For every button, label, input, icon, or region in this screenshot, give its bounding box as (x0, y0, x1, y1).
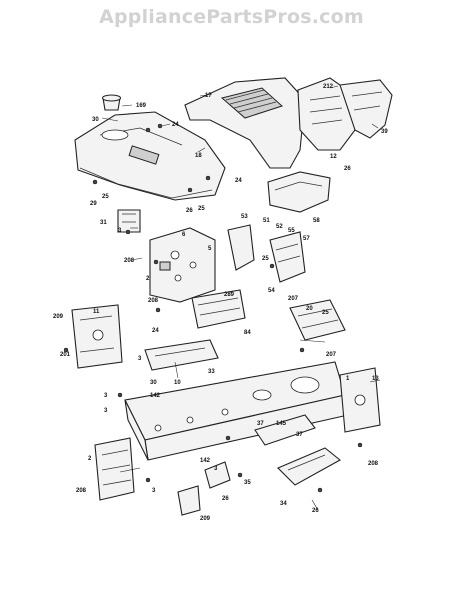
right-side-plate (339, 367, 381, 433)
steering-bracket (227, 224, 306, 283)
watermark: AppliancePartsPros.com (99, 6, 364, 28)
callout-label: 26 (222, 496, 229, 502)
callout-label: 3 (118, 228, 122, 234)
callout-label: 3 (104, 408, 108, 414)
front-bumper (339, 79, 393, 139)
hood-dash-cover (74, 111, 226, 201)
callout-label: 12 (330, 154, 337, 160)
callout-label: 10 (174, 380, 181, 386)
foot-plate-upper (144, 339, 219, 371)
callout-label: 30 (92, 117, 99, 123)
callout-label: 25 (102, 194, 109, 200)
callout-label: 18 (195, 153, 202, 159)
callout-label: 289 (224, 292, 235, 298)
callout-label: 20 (306, 306, 313, 312)
dash-bracket (117, 209, 141, 233)
callout-label: 3 (214, 466, 218, 472)
battery-tray (267, 171, 331, 213)
callout-label: 24 (235, 178, 242, 184)
callout-label: 24 (172, 122, 179, 128)
rear-bracket (289, 299, 346, 341)
callout-label: 208 (148, 298, 159, 304)
callout-label: 55 (288, 228, 295, 234)
callout-label: 208 (368, 461, 379, 467)
callout-label: 208 (124, 258, 135, 264)
dash-panel (149, 227, 216, 303)
callout-label: 2 (146, 276, 150, 282)
callout-label: 3 (138, 356, 142, 362)
callout-label: 34 (280, 501, 287, 507)
hood (184, 77, 306, 169)
callout-label: 25 (262, 256, 269, 262)
callout-label: 11 (93, 309, 100, 315)
callout-label: 29 (90, 201, 97, 207)
callout-label: 2 (88, 456, 92, 462)
callout-label: 37 (296, 432, 303, 438)
callout-label: 84 (244, 330, 251, 336)
callout-label: 58 (313, 218, 320, 224)
callout-label: 51 (263, 218, 270, 224)
callout-label: 26 (312, 508, 319, 514)
callout-label: 208 (76, 488, 87, 494)
callout-label: 37 (257, 421, 264, 427)
callout-label: 26 (186, 208, 193, 214)
fasteners (63, 123, 363, 493)
callout-label: 212 (323, 84, 334, 90)
axle-bracket (177, 461, 231, 516)
callout-label: 209 (53, 314, 64, 320)
callout-label: 3 (104, 393, 108, 399)
callout-label: 209 (200, 516, 211, 522)
callout-label: 53 (241, 214, 248, 220)
callout-label: 25 (322, 310, 329, 316)
callout-label: 52 (276, 224, 283, 230)
callout-label: 3 (152, 488, 156, 494)
callout-label: 142 (150, 393, 161, 399)
callout-label: 24 (152, 328, 159, 334)
callout-label: 30 (150, 380, 157, 386)
lower-foot-rest (254, 414, 316, 446)
callout-label: 207 (288, 296, 299, 302)
callout-label: 17 (205, 93, 212, 99)
callout-label: 54 (268, 288, 275, 294)
callout-label: 201 (60, 352, 71, 358)
right-foot-rest (277, 447, 341, 486)
callout-labels: 169 30 24 17 212 39 18 12 26 29 25 26 25… (53, 84, 388, 522)
fuel-cap (101, 94, 122, 111)
callout-label: 39 (381, 129, 388, 135)
callout-label: 57 (303, 236, 310, 242)
callout-label: 5 (208, 246, 212, 252)
callout-label: 145 (276, 421, 287, 427)
callout-label: 1 (346, 376, 350, 382)
front-plate (94, 437, 135, 501)
callout-label: 13 (372, 376, 379, 382)
callout-label: 25 (198, 206, 205, 212)
left-side-panel (71, 304, 123, 369)
seat-plate (191, 289, 246, 329)
callout-label: 169 (136, 103, 147, 109)
callout-label: 35 (244, 480, 251, 486)
callout-label: 6 (182, 232, 186, 238)
callout-label: 31 (100, 220, 107, 226)
leader-lines (101, 85, 381, 511)
callout-label: 33 (208, 369, 215, 375)
callout-label: 207 (326, 352, 337, 358)
main-frame (124, 361, 349, 461)
callout-label: 142 (200, 458, 211, 464)
callout-label: 26 (344, 166, 351, 172)
front-grille (297, 77, 356, 151)
